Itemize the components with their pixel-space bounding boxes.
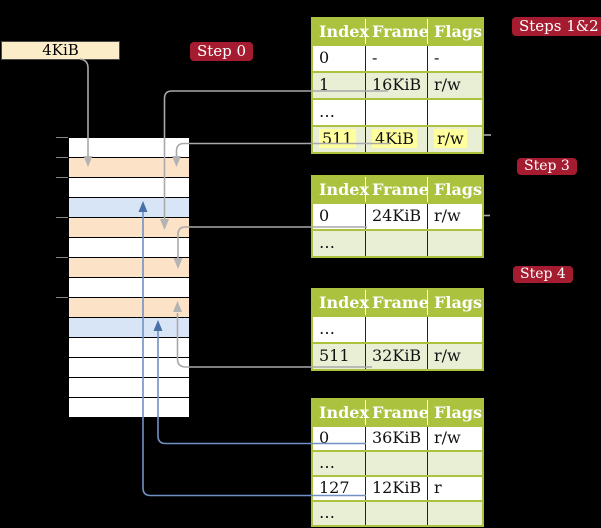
table-row: 511 32KiB r/w: [313, 342, 482, 369]
table-header-row: Index Frame Flags: [313, 19, 482, 44]
table-row-highlighted: 511 4KiB r/w: [313, 125, 482, 152]
memory-row-2-white: [69, 178, 189, 198]
cell-frame: [366, 317, 428, 342]
memory-row-6-peach: [69, 258, 189, 278]
memory-address-tick-0: [56, 137, 68, 138]
page-table-step-3: Index Frame Flags 0 24KiB r/w …: [311, 175, 484, 258]
col-header-flags: Flags: [434, 180, 482, 199]
frame-size-label: 4KiB: [42, 41, 79, 59]
table-row: …: [313, 98, 482, 125]
cell-frame: [366, 452, 428, 475]
table-row: 0 36KiB r/w: [313, 425, 482, 450]
table-header-row: Index Frame Flags: [313, 400, 482, 425]
col-header-index: Index: [313, 19, 369, 44]
col-header-frame: Frame: [366, 400, 429, 425]
table-row: 1 16KiB r/w: [313, 71, 482, 98]
memory-row-3-blue: [69, 198, 189, 218]
memory-row-1-peach: [69, 158, 189, 178]
memory-row-4-peach: [69, 218, 189, 238]
col-header-flags: Flags: [434, 22, 482, 41]
cell-flags: [428, 502, 482, 525]
memory-column: [68, 137, 190, 418]
cell-frame: [366, 231, 428, 256]
memory-row-10-white: [69, 338, 189, 358]
cell-flags: r/w: [434, 428, 461, 447]
highlight-mark: r/w: [434, 129, 467, 148]
cell-flags: r/w: [434, 75, 461, 94]
cell-frame: 12KiB: [366, 477, 428, 500]
badge-step-3: Step 3: [517, 158, 577, 175]
memory-row-12-white: [69, 378, 189, 398]
col-header-index: Index: [313, 177, 369, 202]
cell-flags: r/w: [434, 346, 461, 365]
cell-frame: 24KiB: [366, 204, 428, 229]
table-row: 127 12KiB r: [313, 475, 482, 500]
cell-index: …: [313, 502, 366, 525]
cell-frame: -: [366, 46, 428, 71]
cell-flags: [428, 317, 482, 342]
cell-index: …: [313, 100, 366, 125]
cell-index: 127: [313, 477, 366, 500]
cell-frame: 16KiB: [366, 73, 428, 98]
memory-row-7-white: [69, 278, 189, 298]
cell-frame: [366, 100, 428, 125]
cell-index: 1: [313, 73, 366, 98]
cell-flags: -: [434, 48, 440, 67]
cell-flags: r: [434, 478, 442, 497]
page-table-level-1: Index Frame Flags 0 36KiB r/w … 127 12Ki…: [311, 398, 484, 527]
col-header-frame: Frame: [366, 19, 429, 44]
cell-flags: [428, 452, 482, 475]
memory-address-tick-4: [56, 257, 68, 258]
col-header-flags: Flags: [434, 403, 482, 422]
table-row: …: [313, 229, 482, 256]
cell-frame: 36KiB: [366, 427, 428, 450]
memory-address-tick-2: [56, 177, 68, 178]
col-header-flags: Flags: [434, 293, 482, 312]
table-row: 0 - -: [313, 44, 482, 71]
cell-frame: 4KiB: [366, 127, 428, 152]
cell-flags: [428, 231, 482, 256]
memory-row-0-white: [69, 138, 189, 158]
memory-row-9-blue: [69, 318, 189, 338]
cell-index: 0: [313, 46, 366, 71]
memory-row-5-white: [69, 238, 189, 258]
cell-index: …: [313, 231, 366, 256]
cell-flags: r/w: [434, 206, 461, 225]
table-row: …: [313, 450, 482, 475]
cell-index: 0: [313, 427, 366, 450]
highlight-mark: 511: [319, 129, 356, 148]
badge-steps-1-2: Steps 1&2: [512, 17, 601, 36]
table-row: …: [313, 315, 482, 342]
cell-index: 0: [313, 204, 366, 229]
table-row: …: [313, 500, 482, 525]
memory-row-13-white: [69, 398, 189, 417]
cell-frame: 32KiB: [366, 344, 428, 369]
cell-index: 511: [313, 127, 366, 152]
cell-index: …: [313, 317, 366, 342]
badge-step-0: Step 0: [190, 42, 254, 61]
cell-index: …: [313, 452, 366, 475]
table-header-row: Index Frame Flags: [313, 177, 482, 202]
highlight-mark: 4KiB: [372, 129, 418, 148]
page-table-step-4: Index Frame Flags … 511 32KiB r/w: [311, 288, 484, 371]
table-row: 0 24KiB r/w: [313, 202, 482, 229]
col-header-frame: Frame: [366, 290, 429, 315]
col-header-index: Index: [313, 290, 369, 315]
frame-size-box: 4KiB: [1, 41, 120, 60]
col-header-index: Index: [313, 400, 369, 425]
memory-address-tick-5: [56, 297, 68, 298]
memory-address-tick-1: [56, 157, 68, 158]
memory-row-8-peach: [69, 298, 189, 318]
memory-row-11-white: [69, 358, 189, 378]
page-table-steps-1-2: Index Frame Flags 0 - - 1 16KiB r/w … 51…: [311, 17, 484, 154]
cell-frame: [366, 502, 428, 525]
cell-flags: [428, 100, 482, 125]
cell-index: 511: [313, 344, 366, 369]
cell-flags: r/w: [428, 127, 482, 152]
badge-step-4: Step 4: [513, 266, 573, 283]
col-header-frame: Frame: [366, 177, 429, 202]
table-header-row: Index Frame Flags: [313, 290, 482, 315]
memory-address-tick-3: [56, 217, 68, 218]
